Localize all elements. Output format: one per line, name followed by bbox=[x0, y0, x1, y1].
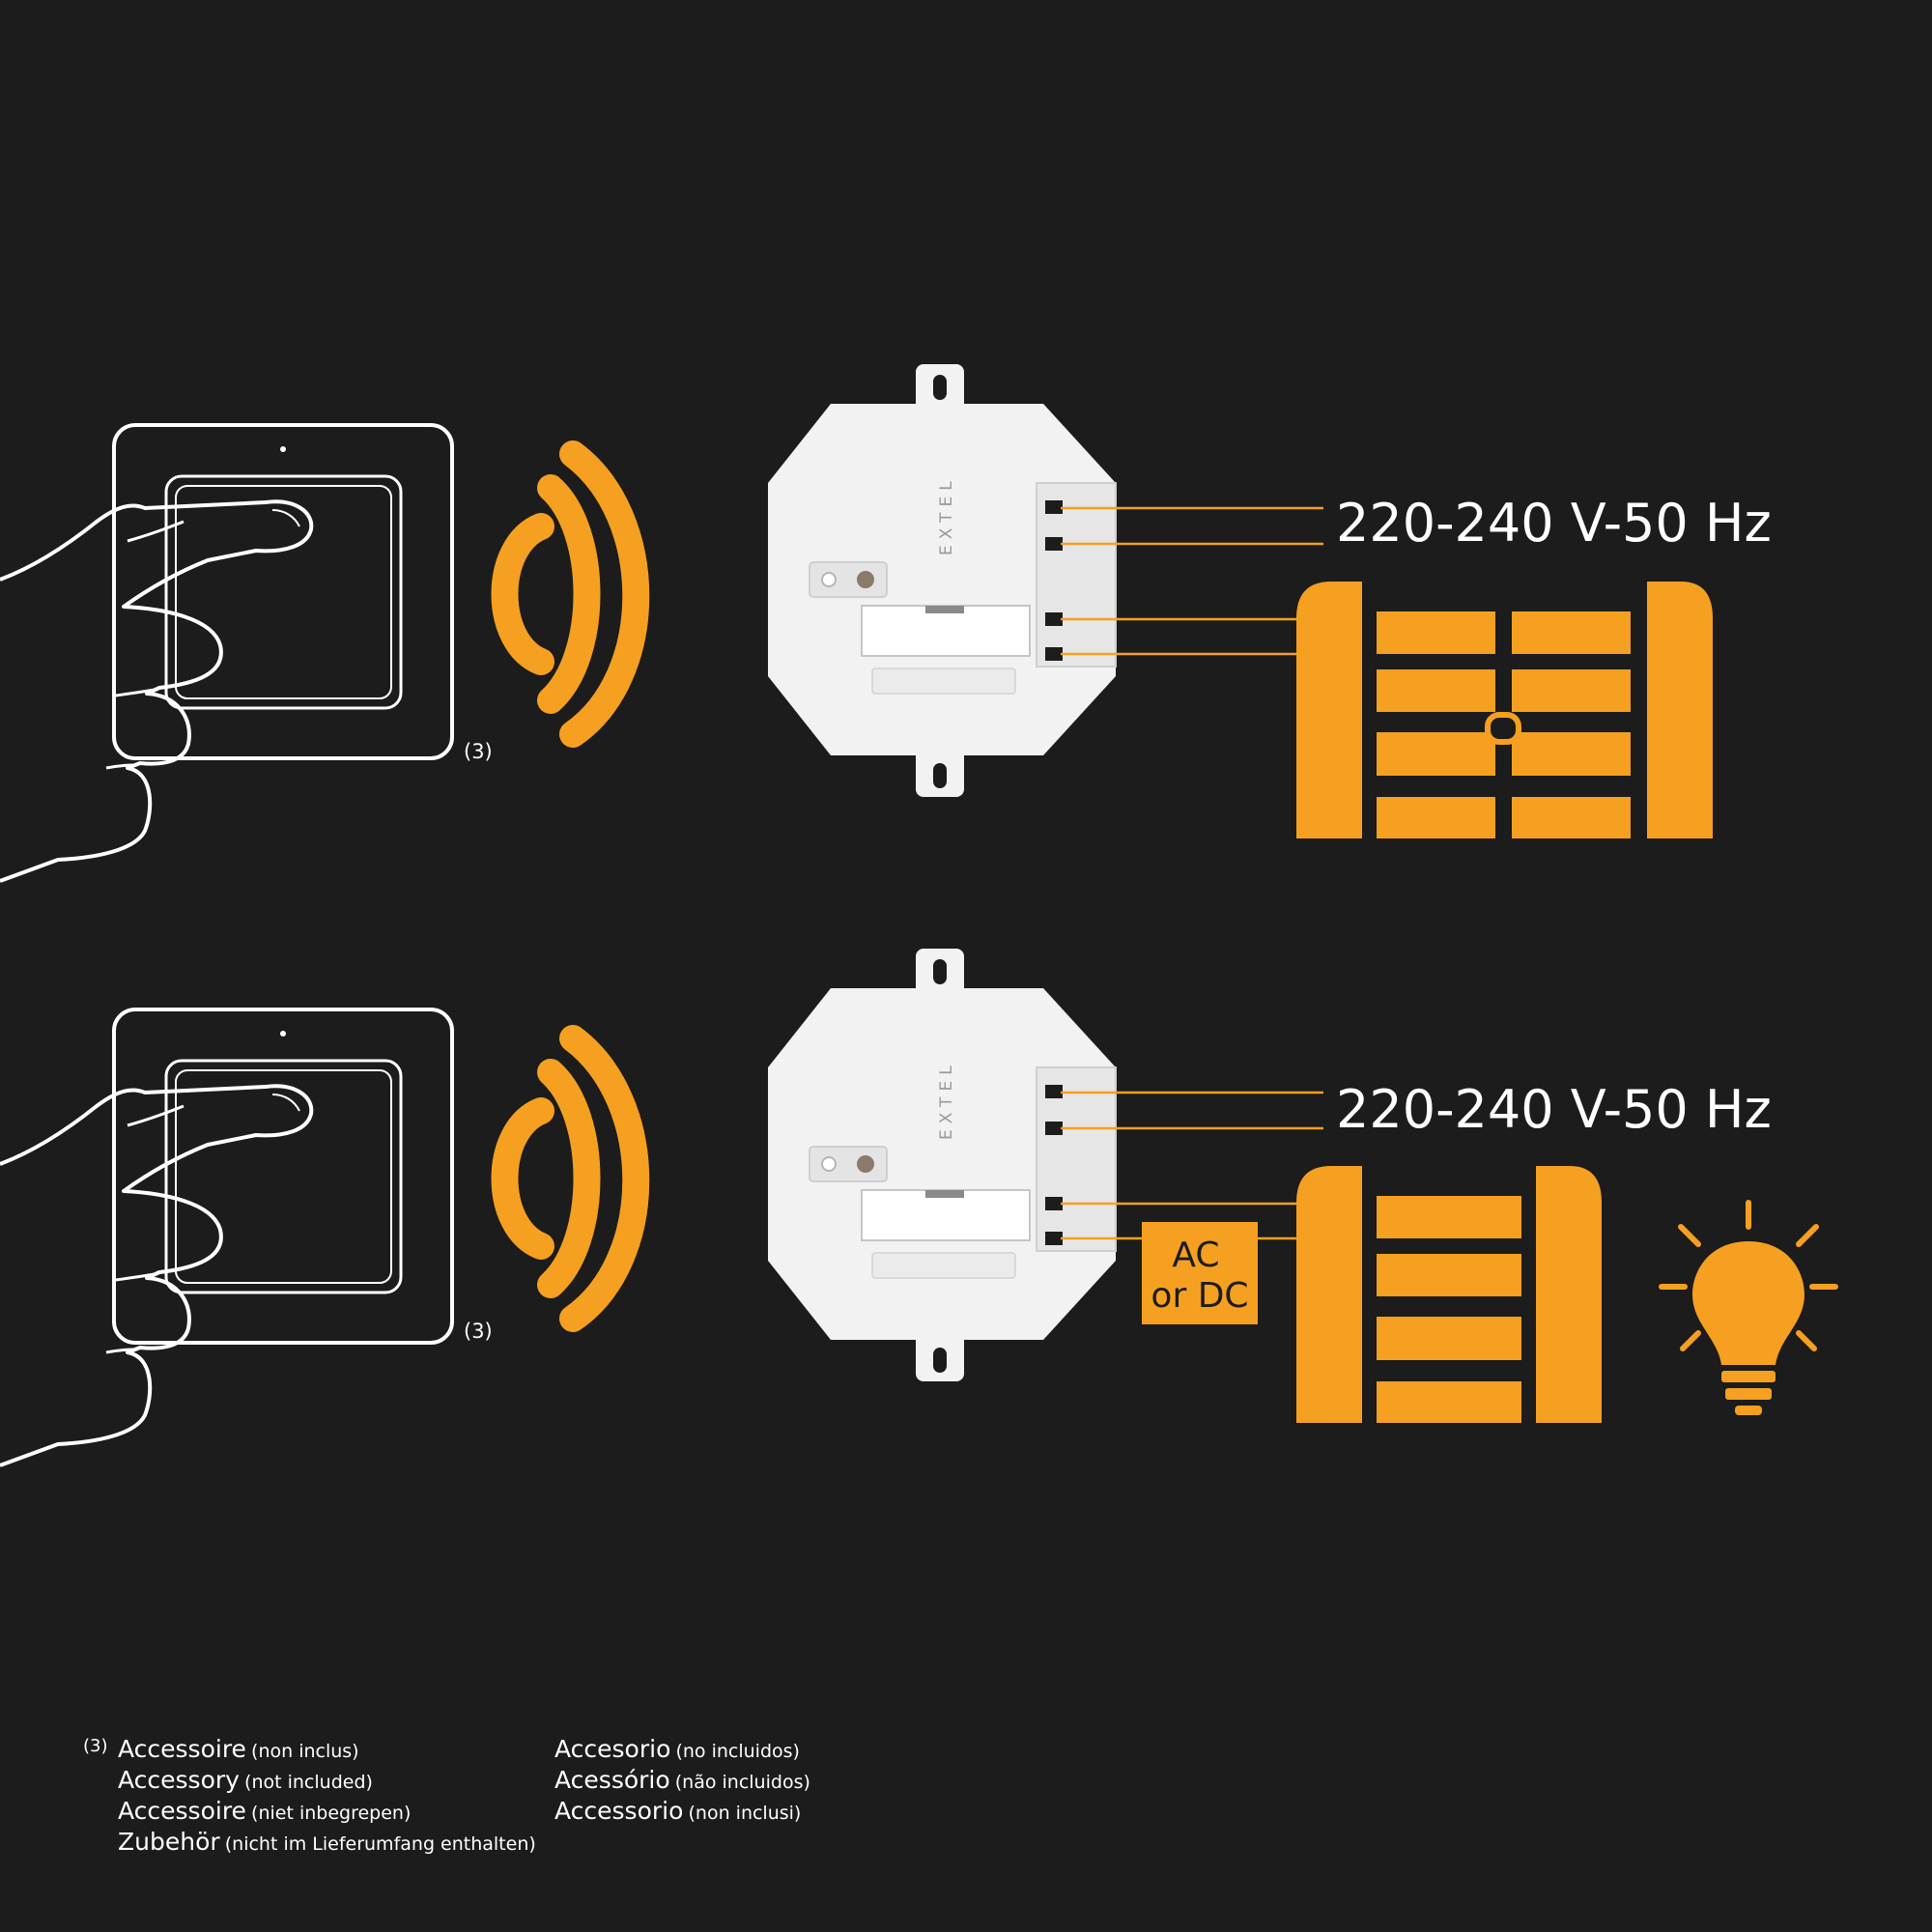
acdc-line-2: or DC bbox=[1151, 1276, 1248, 1316]
footnote-line: Zubehör (nicht im Lieferumfang enthalten… bbox=[118, 1827, 536, 1858]
acdc-line-1: AC bbox=[1172, 1236, 1219, 1275]
footnote-line: Accessoire (non inclus) bbox=[118, 1734, 536, 1765]
footnote-line: Accessorio (non inclusi) bbox=[554, 1796, 810, 1827]
footnote-main: Accessoire bbox=[118, 1735, 246, 1763]
footnote-line: Accessory (not included) bbox=[118, 1765, 536, 1796]
wires bbox=[1061, 1091, 1323, 1240]
footnote-line: Accessoire (niet inbegrepen) bbox=[118, 1796, 536, 1827]
row-2: (3) EXTEL 220-240 V-50 Hz AC or DC bbox=[0, 948, 1838, 1467]
accessory-ref-mark: (3) bbox=[464, 1320, 493, 1343]
footnote-line: Accesorio (no incluidos) bbox=[554, 1734, 810, 1765]
hand-pressing-switch-icon bbox=[0, 1008, 454, 1467]
wires bbox=[1061, 506, 1323, 656]
footnote-sub: (not included) bbox=[244, 1772, 373, 1793]
footnote-line: Acessório (não incluidos) bbox=[554, 1765, 810, 1796]
footnote-sub: (nicht im Lieferumfang enthalten) bbox=[224, 1833, 536, 1855]
footnote-main: Zubehör bbox=[118, 1828, 220, 1856]
device-brand: EXTEL bbox=[937, 475, 956, 555]
voltage-label: 220-240 V-50 Hz bbox=[1336, 1079, 1772, 1140]
footnote-main: Accessoire bbox=[118, 1797, 246, 1825]
footnote-sub: (niet inbegrepen) bbox=[251, 1803, 412, 1824]
footnote-column-2: Accesorio (no incluidos) Acessório (não … bbox=[554, 1734, 810, 1827]
footnote-sub: (no incluidos) bbox=[675, 1741, 800, 1762]
receiver-module-icon bbox=[767, 948, 1117, 1382]
footnote-main: Accessory bbox=[118, 1766, 240, 1794]
footnote-main: Accessorio bbox=[554, 1797, 684, 1825]
footnote-main: Accesorio bbox=[554, 1735, 671, 1763]
wireless-signal-icon bbox=[505, 1038, 637, 1319]
light-bulb-icon bbox=[1659, 1200, 1838, 1415]
footnote-column-1: Accessoire (non inclus) Accessory (not i… bbox=[118, 1734, 536, 1858]
gate-icon bbox=[1296, 1166, 1602, 1423]
row-1: (3) EXTEL 220-240 V-50 Hz bbox=[0, 363, 1772, 883]
device-brand: EXTEL bbox=[937, 1060, 956, 1140]
receiver-module-icon bbox=[767, 363, 1117, 798]
footnote-sub: (não incluidos) bbox=[674, 1772, 810, 1793]
accessory-ref-mark: (3) bbox=[464, 740, 493, 763]
gate-icon bbox=[1296, 582, 1713, 838]
footnote-mark: (3) bbox=[83, 1736, 108, 1756]
footnote-sub: (non inclusi) bbox=[688, 1803, 802, 1824]
wireless-signal-icon bbox=[505, 454, 637, 734]
footnote-main: Acessório bbox=[554, 1766, 670, 1794]
voltage-label: 220-240 V-50 Hz bbox=[1336, 493, 1772, 554]
acdc-supply-box: AC or DC bbox=[1142, 1222, 1258, 1324]
footnote-sub: (non inclus) bbox=[251, 1741, 359, 1762]
hand-pressing-switch-icon bbox=[0, 423, 454, 883]
